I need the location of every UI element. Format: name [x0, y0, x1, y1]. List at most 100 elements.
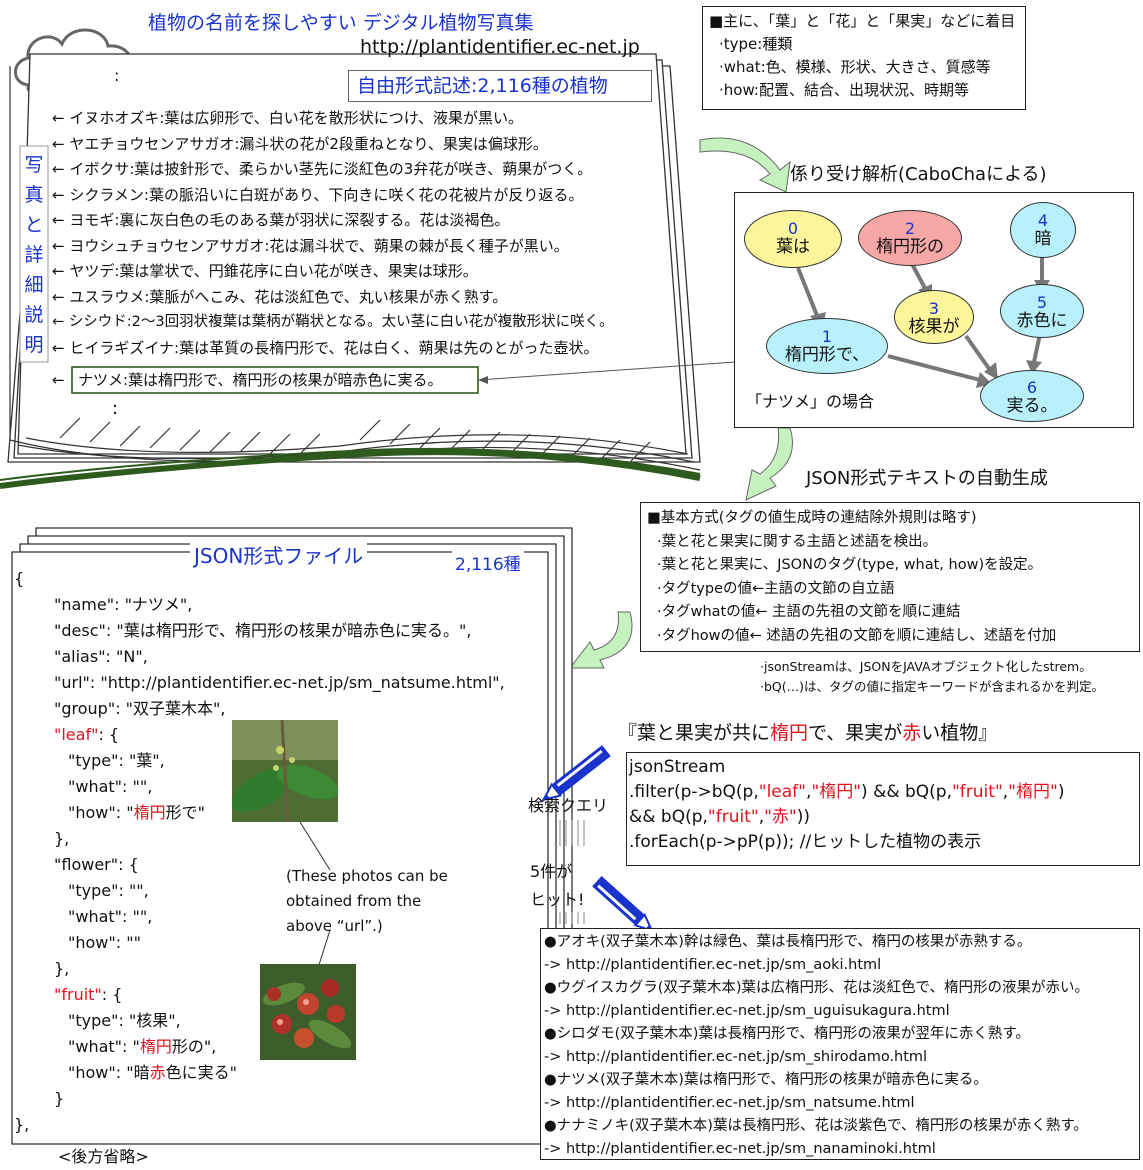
code-line: && bQ(p,"fruit","赤")): [629, 805, 1137, 830]
query-tick-lines: [559, 820, 585, 924]
json-line: "group": "双子葉木本",: [54, 699, 226, 718]
note-jsonstream: ·jsonStreamは、JSONをJAVAオブジェクト化したstrem。: [760, 659, 1092, 674]
json-text: 形の",: [171, 1037, 217, 1056]
dep-node-text: 実る。: [1006, 396, 1058, 416]
code-red: "赤": [764, 807, 797, 827]
dep-node-id: 4: [1037, 211, 1049, 230]
dep-node-text: 核果が: [908, 317, 960, 337]
page-title: 植物の名前を探しやすい デジタル植物写真集: [148, 12, 534, 34]
book-subtitle-text: 自由形式記述:2,116種の植物: [357, 75, 608, 97]
json-red-text: 赤: [149, 1063, 166, 1082]
dep-node-id: 6: [1026, 378, 1038, 397]
json-line: "name": "ナツメ",: [54, 595, 193, 614]
highlight-entry-arrow: ←: [52, 371, 65, 389]
fruit-photo: [260, 964, 356, 1060]
dep-node-text: 楕円形の: [876, 237, 944, 257]
json-line: "fruit": {: [14, 982, 554, 1008]
side-label-char: 詳: [24, 244, 44, 266]
method-item: ·タグhowの値← 述語の先祖の文節を順に連結し、述語を付加: [657, 627, 1057, 644]
method-item: ·葉と花と果実に、JSONのタグ(type, what, how)を設定。: [657, 557, 1043, 573]
plant-entry[interactable]: ← イヌホオズキ:葉は広卵形で、白い花を散形状につけ、液果が黒い。: [52, 109, 524, 127]
json-line: "what": "楕円形の",: [14, 1034, 554, 1060]
json-line: "url": "http://plantidentifier.ec-net.jp…: [54, 673, 505, 692]
json-line: "how": "": [68, 933, 141, 952]
photo-note-line: obtained from the: [286, 892, 422, 910]
json-file-pages: [11, 527, 573, 1145]
result-link[interactable]: -> http://plantidentifier.ec-net.jp/sm_s…: [544, 1049, 928, 1065]
code-red: "楕円": [811, 782, 862, 802]
plant-entry[interactable]: ← シシウド:2〜3回羽状複葉は葉柄が鞘状となる。太い茎に白い花が複散形状に咲く…: [52, 314, 614, 330]
focus-heading: ■主に、「葉」と「花」と「果実」などに着目: [709, 12, 1016, 30]
book-pages: [7, 53, 701, 463]
hit-count: 5件が ヒット!: [530, 858, 584, 914]
json-line: },: [14, 1115, 30, 1134]
json-gen-heading: JSON形式テキストの自動生成: [806, 468, 1048, 489]
json-line: },: [54, 829, 70, 848]
code-line: .forEach(p->pP(p)); //ヒットした植物の表示: [629, 832, 982, 852]
plant-entry[interactable]: ← ヤツデ:葉は掌状で、円錐花序に白い花が咲き、果実は球形。: [52, 262, 478, 280]
dep-node-1: 1 楕円形で、: [766, 318, 888, 374]
json-line: "how": "暗赤色に実る": [14, 1060, 554, 1086]
dependency-panel: [734, 192, 1134, 428]
plant-entry[interactable]: ← シクラメン:葉の脈沿いに白斑があり、下向きに咲く花の花被片が反り返る。: [52, 185, 584, 204]
focus-box: ■主に、「葉」と「花」と「果実」などに着目 ·type:種類 ·what:色、模…: [702, 6, 1026, 110]
side-label-char: と: [24, 214, 44, 236]
json-line: "type": "",: [68, 881, 149, 900]
method-heading: ■基本方式(タグの値生成時の連結除外規則は略す): [647, 510, 977, 526]
dep-node-3: 3 核果が: [894, 290, 974, 344]
result-link[interactable]: -> http://plantidentifier.ec-net.jp/sm_u…: [544, 1003, 950, 1019]
highlight-entry[interactable]: ナツメ:葉は楕円形で、楕円形の核果が暗赤色に実る。: [78, 371, 443, 389]
book-ellipsis: :: [112, 398, 119, 419]
green-arrow-3: [568, 611, 633, 669]
site-url[interactable]: http://plantidentifier.ec-net.jp: [360, 36, 640, 58]
json-text: 色に実る": [165, 1063, 237, 1082]
json-file-count: 2,116種: [452, 550, 524, 575]
json-line: "type": "葉",: [68, 751, 165, 770]
json-text: "how": ": [68, 803, 134, 822]
plant-entry[interactable]: ← ユスラウメ:葉脈がへこみ、花は淡紅色で、丸い核果が赤く熟す。: [52, 287, 508, 306]
query-phrase-red: 赤: [902, 722, 922, 744]
json-line: },: [54, 959, 70, 978]
plant-entry[interactable]: ← イボクサ:葉は披針形で、柔らかい茎先に淡紅色の3弁花が咲き、蒴果がつく。: [52, 160, 593, 178]
json-line: }: [54, 1089, 65, 1108]
plant-entry[interactable]: ← ヒイラギズイナ:葉は革質の長楕円形で、花は白く、蒴果は先のとがった壺状。: [52, 338, 599, 357]
json-line: {: [14, 569, 25, 588]
code-part: ,: [805, 782, 812, 802]
dep-node-id: 0: [787, 219, 799, 238]
json-line: "what": "",: [68, 907, 153, 926]
side-label-char: 明: [24, 334, 44, 356]
result-link[interactable]: -> http://plantidentifier.ec-net.jp/sm_n…: [544, 1141, 936, 1157]
green-arrow-2: [745, 427, 793, 501]
book-base: [0, 449, 701, 489]
query-phrase-red: 楕円: [770, 722, 809, 744]
dep-node-id: 2: [904, 219, 916, 238]
code-part: .filter(p->bQ(p,: [629, 782, 759, 802]
query-code-box: jsonStream .filter(p->bQ(p,"leaf","楕円") …: [626, 752, 1140, 866]
result-link[interactable]: -> http://plantidentifier.ec-net.jp/sm_n…: [544, 1095, 915, 1111]
plant-entry[interactable]: ← ヤエチョウセンアサガオ:漏斗状の花が2段重ねとなり、果実は偏球形。: [52, 134, 548, 153]
code-line: .filter(p->bQ(p,"leaf","楕円") && bQ(p,"fr…: [629, 780, 1137, 805]
code-red: "leaf": [758, 782, 806, 802]
dep-node-text: 赤色に: [1016, 311, 1068, 331]
json-line: "how": "楕円形で": [14, 800, 554, 826]
code-red: "楕円": [1008, 782, 1058, 802]
json-line: "desc": "葉は楕円形で、楕円形の核果が暗赤色に実る。",: [54, 621, 472, 640]
side-label-char: 細: [24, 274, 44, 296]
pencil-icon-1: [541, 745, 611, 802]
plant-entry[interactable]: ← ヨウシュチョウセンアサガオ:花は漏斗状で、蒴果の棘が長く種子が黒い。: [52, 236, 569, 255]
code-part: )): [796, 807, 811, 827]
result-line: ●アオキ(双子葉木本)幹は緑色、葉は長楕円形で、楕円の核果が赤熟する。: [544, 934, 1032, 950]
side-label-char: 真: [24, 184, 44, 206]
plant-entry[interactable]: ← ヨモギ:裏に灰白色の毛のある葉が羽状に深裂する。花は淡褐色。: [52, 211, 510, 229]
hit-count-line: 5件が: [530, 862, 573, 881]
code-part: ) && bQ(p,: [861, 782, 952, 802]
dep-node-text: 葉は: [776, 237, 810, 257]
json-text: 形で": [165, 803, 205, 822]
query-phrase: 『葉と果実が共に楕円で、果実が赤い植物』: [618, 718, 997, 745]
dep-node-text: 楕円形で、: [784, 345, 870, 365]
pencil-icon-2: [592, 875, 654, 933]
dependency-edges: [796, 256, 1044, 382]
result-link[interactable]: -> http://plantidentifier.ec-net.jp/sm_a…: [544, 957, 882, 973]
dep-node-text: 暗: [1034, 229, 1052, 249]
